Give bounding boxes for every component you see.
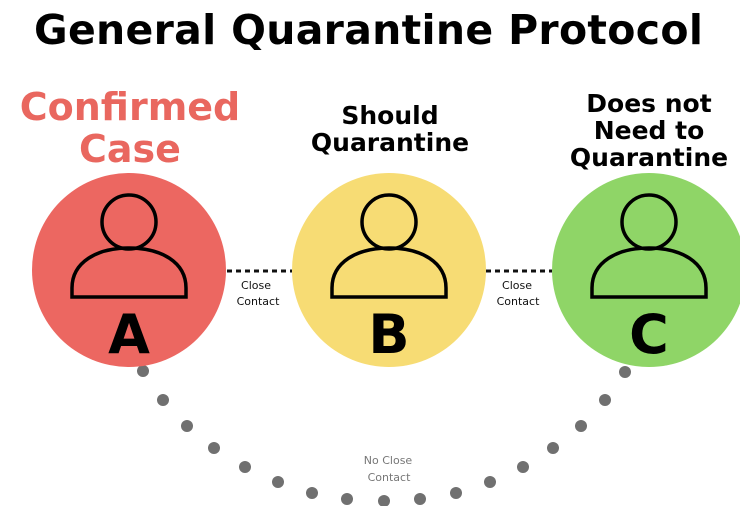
arc-dot xyxy=(484,476,496,488)
heading-should-quarantine: Should Quarantine xyxy=(290,102,490,156)
person-c-circle xyxy=(552,173,740,367)
heading-line: Need to xyxy=(593,116,705,145)
person-b-letter: B xyxy=(368,303,409,366)
link-label-ab-line2: Contact xyxy=(237,295,280,308)
heading-line: Quarantine xyxy=(310,128,470,157)
arc-dot xyxy=(619,366,631,378)
arc-dot xyxy=(137,365,149,377)
person-b-circle xyxy=(292,173,486,367)
arc-dot xyxy=(575,420,587,432)
arc-dot xyxy=(450,487,462,499)
heading-line: Does not xyxy=(586,89,712,118)
link-label-bc-line2: Contact xyxy=(497,295,540,308)
link-label-bc-line1: Close xyxy=(502,279,532,292)
heading-line: Confirmed xyxy=(19,85,241,129)
arc-dot xyxy=(208,442,220,454)
arc-dot xyxy=(157,394,169,406)
arc-dot xyxy=(378,495,390,506)
arc-dot xyxy=(599,394,611,406)
arc-dot xyxy=(414,493,426,505)
person-a-letter: A xyxy=(108,303,150,366)
arc-dot xyxy=(306,487,318,499)
no-close-contact-arc xyxy=(137,365,631,506)
arc-dot xyxy=(547,442,559,454)
person-a-circle xyxy=(32,173,226,367)
link-label-ac-line2: Contact xyxy=(368,471,411,484)
heading-confirmed-case: Confirmed Case xyxy=(10,86,250,170)
person-icon xyxy=(590,193,708,299)
heading-line: Should xyxy=(341,101,439,130)
link-label-ab-line1: Close xyxy=(241,279,271,292)
person-c-node: C xyxy=(552,173,740,367)
diagram-title: General Quarantine Protocol xyxy=(34,6,704,54)
heading-line: Case xyxy=(79,127,181,171)
person-c-letter: C xyxy=(629,303,669,366)
person-icon xyxy=(330,193,448,299)
person-a-node: A xyxy=(32,173,226,367)
heading-no-quarantine: Does not Need to Quarantine xyxy=(549,90,740,171)
arc-dot xyxy=(239,461,251,473)
person-b-node: B xyxy=(292,173,486,367)
person-icon xyxy=(70,193,188,299)
arc-dot xyxy=(181,420,193,432)
arc-dot xyxy=(341,493,353,505)
arc-dot xyxy=(517,461,529,473)
arc-dot xyxy=(272,476,284,488)
link-label-ac-line1: No Close xyxy=(364,454,413,467)
heading-line: Quarantine xyxy=(569,143,729,172)
